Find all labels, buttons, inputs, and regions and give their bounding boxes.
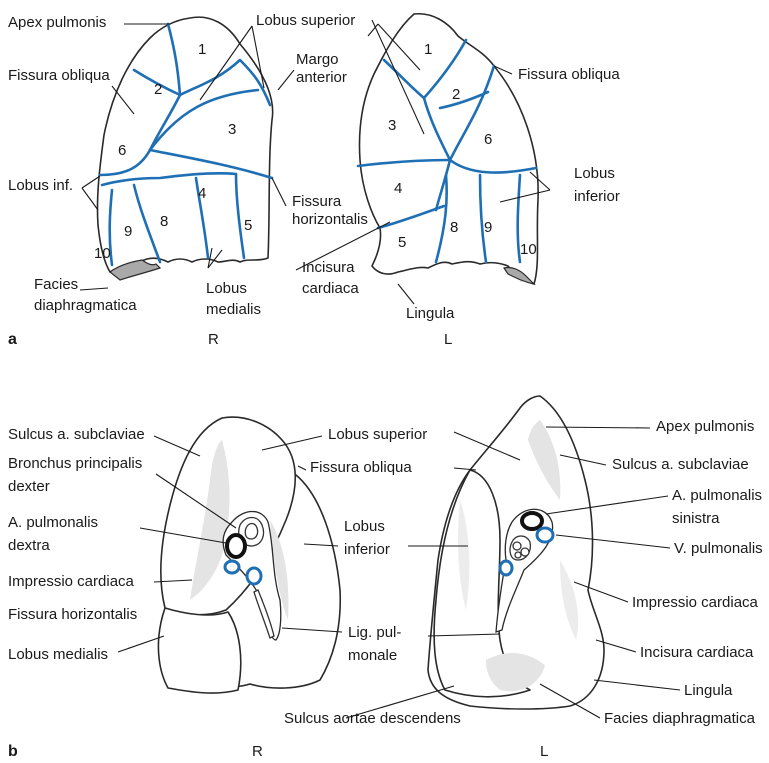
label-a-pulmonalis-sinistra-1: A. pulmonalis [672, 487, 762, 504]
label-facies-1: Facies [34, 276, 78, 293]
label-facies-diaphragmatica-b: Facies diaphragmatica [604, 710, 756, 727]
side-label-a-left: L [444, 331, 452, 348]
panel-label-a: a [8, 331, 17, 348]
segment-number: 8 [450, 219, 458, 236]
label-lobus-inferior-1: Lobus [574, 165, 615, 182]
label-bronchus-principalis-2: dexter [8, 478, 50, 495]
label-bronchus-principalis-1: Bronchus principalis [8, 455, 142, 472]
segment-number: 5 [244, 217, 252, 234]
segment-number: 2 [452, 86, 460, 103]
label-lobus-medialis-b: Lobus medialis [8, 646, 108, 663]
segment-number: 3 [228, 121, 236, 138]
label-apex-pulmonis-b: Apex pulmonis [656, 418, 754, 435]
label-apex-pulmonis: Apex pulmonis [8, 14, 106, 31]
label-margo-anterior-2: anterior [296, 69, 347, 86]
segment-number: 5 [398, 234, 406, 251]
label-margo-anterior-1: Margo [296, 51, 339, 68]
label-lobus-inferior-b-2: inferior [344, 541, 390, 558]
label-lobus-medialis-1: Lobus [206, 280, 247, 297]
label-lig-pulmonale-1: Lig. pul- [348, 624, 401, 641]
segment-number: 4 [198, 185, 206, 202]
segment-number: 6 [484, 131, 492, 148]
label-sulcus-subclaviae-right: Sulcus a. subclaviae [8, 426, 145, 443]
label-lingula-b: Lingula [684, 682, 733, 699]
label-lobus-inf: Lobus inf. [8, 177, 73, 194]
segment-number: 2 [154, 81, 162, 98]
segment-number: 9 [484, 219, 492, 236]
segment-number: 1 [198, 41, 206, 58]
label-a-pulmonalis-dextra-2: dextra [8, 537, 50, 554]
label-lobus-inferior-2: inferior [574, 188, 620, 205]
segment-number: 8 [160, 213, 168, 230]
segment-number: 3 [388, 117, 396, 134]
label-fissura-obliqua-right: Fissura obliqua [8, 67, 110, 84]
label-impressio-cardiaca-left: Impressio cardiaca [632, 594, 759, 611]
side-label-b-left: L [540, 743, 548, 760]
label-incisura-cardiaca-1: Incisura [302, 259, 355, 276]
segment-number: 4 [394, 180, 402, 197]
side-label-b-right: R [252, 743, 263, 760]
label-fissura-horizontalis-2: horizontalis [292, 211, 368, 228]
label-incisura-cardiaca-b: Incisura cardiaca [640, 644, 754, 661]
label-fissura-obliqua-left: Fissura obliqua [518, 66, 620, 83]
label-v-pulmonalis: V. pulmonalis [674, 540, 763, 557]
label-a-pulmonalis-dextra-1: A. pulmonalis [8, 514, 98, 531]
label-lingula-a: Lingula [406, 305, 455, 322]
label-a-pulmonalis-sinistra-2: sinistra [672, 510, 720, 527]
panel-label-b: b [8, 743, 18, 760]
segment-number: 1 [424, 41, 432, 58]
side-label-a-right: R [208, 331, 219, 348]
label-fissura-obliqua-b: Fissura obliqua [310, 459, 412, 476]
panel-b-labels: Sulcus a. subclaviae Bronchus principali… [8, 418, 763, 760]
label-sulcus-aortae-descendens: Sulcus aortae descendens [284, 710, 461, 727]
label-lobus-inferior-b-1: Lobus [344, 518, 385, 535]
panel-b-left-lung [428, 396, 604, 709]
label-incisura-cardiaca-2: cardiaca [302, 280, 359, 297]
label-lobus-medialis-2: medialis [206, 301, 261, 318]
label-facies-2: diaphragmatica [34, 297, 137, 314]
segment-number: 9 [124, 223, 132, 240]
panel-a-left-lung [358, 14, 538, 284]
label-fissura-horizontalis-1: Fissura [292, 193, 342, 210]
label-fissura-horizontalis-b: Fissura horizontalis [8, 606, 137, 623]
label-lobus-superior-b: Lobus superior [328, 426, 427, 443]
label-lig-pulmonale-2: monale [348, 647, 397, 664]
label-sulcus-subclaviae-left: Sulcus a. subclaviae [612, 456, 749, 473]
segment-number: 6 [118, 142, 126, 159]
label-impressio-cardiaca-right: Impressio cardiaca [8, 573, 135, 590]
segment-number: 10 [94, 245, 111, 262]
segment-number: 10 [520, 241, 537, 258]
label-lobus-superior: Lobus superior [256, 12, 355, 29]
